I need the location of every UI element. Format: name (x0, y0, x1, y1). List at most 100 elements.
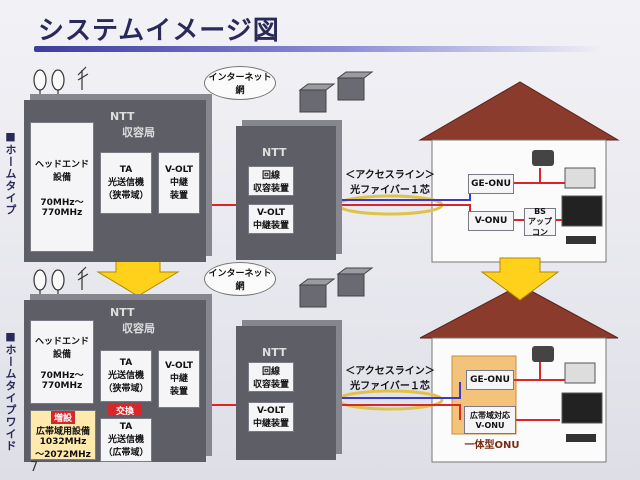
access-line2: 光ファイバー１芯 (350, 185, 430, 196)
volt-line2: 中継 (169, 374, 188, 384)
access-line2: 光ファイバー１芯 (350, 381, 430, 392)
internet-cloud-top: インターネット網 (204, 66, 276, 100)
ge-onu-bottom: GE-ONU (466, 370, 514, 390)
integrated-onu-label: 一体型ONU (464, 440, 520, 451)
headend-freq1: 70MHz～ (40, 370, 84, 381)
access-fiber-bottom (336, 389, 444, 411)
dish-antenna-icon (33, 269, 47, 291)
volt-line1: V-OLT (164, 165, 194, 175)
home-devices-top (532, 150, 603, 244)
ta-line3: （狭帯域） (103, 191, 149, 201)
volt-relay-panel-top: V-OLT 中継 装置 (158, 152, 200, 214)
tuner-icon (566, 236, 596, 244)
home-devices-bottom (532, 346, 603, 442)
volt-line3: 装置 (169, 191, 188, 201)
pc-icon (564, 362, 596, 384)
wide-onu-line1: 広帯域対応 (470, 411, 510, 420)
access-line1: ＜アクセスライン＞ (345, 366, 435, 377)
access-line1: ＜アクセスライン＞ (345, 170, 435, 181)
side-label-home-wide: ■ホームタイプワイド (4, 330, 17, 452)
access-line-note-bottom: ＜アクセスライン＞ 光ファイバー１芯 (340, 362, 440, 392)
server-cubes-bottom (298, 267, 374, 308)
cloud-label: インターネット網 (208, 73, 272, 96)
headend-line1: ヘッドエンド (34, 336, 89, 347)
page-title: システムイメージ図 (38, 16, 280, 46)
volt-line1: V-OLT (164, 361, 194, 371)
uhf-antenna-icon (77, 66, 89, 90)
ta-line3: （狭帯域） (103, 384, 149, 394)
ta-wide-line2: 光送信機 (107, 435, 144, 445)
internet-cloud-bottom: インターネット網 (204, 262, 276, 296)
side-label-home-type: ■ホームタイプ (4, 130, 17, 216)
volt-relay2-panel-bottom: V-OLT 中継装置 (248, 402, 294, 432)
ntt-logo: NTT (262, 146, 287, 159)
volt-line2: 中継 (169, 178, 188, 188)
wide-eq-line1: 広帯域用設備 (35, 426, 90, 437)
headend-freq2: 770MHz (41, 207, 83, 218)
volt2-line2: 中継装置 (252, 220, 289, 231)
uhf-antenna-icon (77, 266, 89, 290)
page-number: 7 (30, 460, 39, 475)
ta-line1: TA (119, 165, 133, 175)
tuner-icon (566, 434, 596, 442)
antenna-group-top (33, 66, 89, 98)
headend-line1: ヘッドエンド (34, 159, 89, 170)
zosetsu-badge: 増設 (50, 410, 75, 424)
ntt-logo: NTT (110, 306, 135, 319)
wide-v-onu: 広帯域対応 V-ONU (464, 406, 516, 434)
wide-equipment-panel: 増設 広帯域用設備 1032MHz ～2072MHz (30, 410, 96, 460)
bs-line2: アップコン (528, 216, 552, 237)
ge-onu-top: GE-ONU (468, 174, 514, 194)
ta-wide-line1: TA (119, 422, 133, 432)
kaisen-line2: 収容装置 (252, 184, 289, 194)
ta-narrow-panel-top: TA 光送信機 （狭帯域） (100, 152, 152, 214)
server-cubes-top (298, 71, 374, 113)
dish-antenna-icon (51, 269, 65, 291)
ta-line2: 光送信機 (107, 371, 144, 381)
volt-relay2-panel-top: V-OLT 中継装置 (248, 204, 294, 234)
volt-line3: 装置 (169, 387, 188, 397)
volt2-line1: V-OLT (256, 405, 286, 416)
bs-upconverter: BS アップコン (524, 206, 556, 237)
house-bottom (419, 284, 619, 463)
kaisen-line1: 回線 (261, 171, 280, 181)
dish-antenna-icon (51, 69, 65, 91)
ntt-logo: NTT (262, 346, 287, 359)
headend-panel-top: ヘッドエンド 設備 70MHz～ 770MHz (30, 122, 94, 252)
headend-freq1: 70MHz～ (40, 197, 84, 208)
headend-line2: 設備 (52, 172, 71, 183)
wide-onu-line2: V-ONU (475, 421, 505, 430)
wide-eq-line2: 1032MHz (39, 436, 87, 447)
kaisen-panel-bottom: 回線 収容装置 (248, 362, 294, 392)
ntt-building-bottom (236, 326, 336, 460)
ta-line1: TA (119, 358, 133, 368)
ta-wide-line3: （広帯域） (103, 448, 149, 458)
phone-icon (532, 150, 554, 166)
kaisen-line1: 回線 (261, 367, 280, 377)
v-onu-top: V-ONU (468, 211, 514, 231)
cloud-label: インターネット網 (208, 269, 272, 292)
kaisen-panel-top: 回線 収容装置 (248, 166, 294, 196)
ta-wide-panel: TA 光送信機 （広帯域） (100, 418, 152, 462)
volt-relay-panel-bottom: V-OLT 中継 装置 (158, 350, 200, 408)
headend-line2: 設備 (52, 349, 71, 360)
antenna-group-bottom (33, 266, 89, 298)
pc-icon (564, 167, 596, 189)
volt2-line1: V-OLT (256, 207, 286, 218)
kaisen-line2: 収容装置 (252, 380, 289, 390)
station-label: 収容局 (122, 322, 155, 335)
station-label: 収容局 (122, 126, 155, 139)
headend-panel-bottom: ヘッドエンド 設備 70MHz～ 770MHz (30, 320, 94, 404)
bs-line1: BS (534, 206, 546, 216)
access-line-note-top: ＜アクセスライン＞ 光ファイバー１芯 (340, 166, 440, 196)
tv-icon (561, 195, 603, 227)
down-arrow-right (480, 257, 560, 301)
phone-icon (532, 346, 554, 362)
ntt-logo: NTT (110, 110, 135, 123)
ta-line2: 光送信機 (107, 178, 144, 188)
title-underline (34, 46, 604, 52)
headend-freq2: 770MHz (41, 380, 83, 391)
down-arrow-left (96, 257, 180, 297)
